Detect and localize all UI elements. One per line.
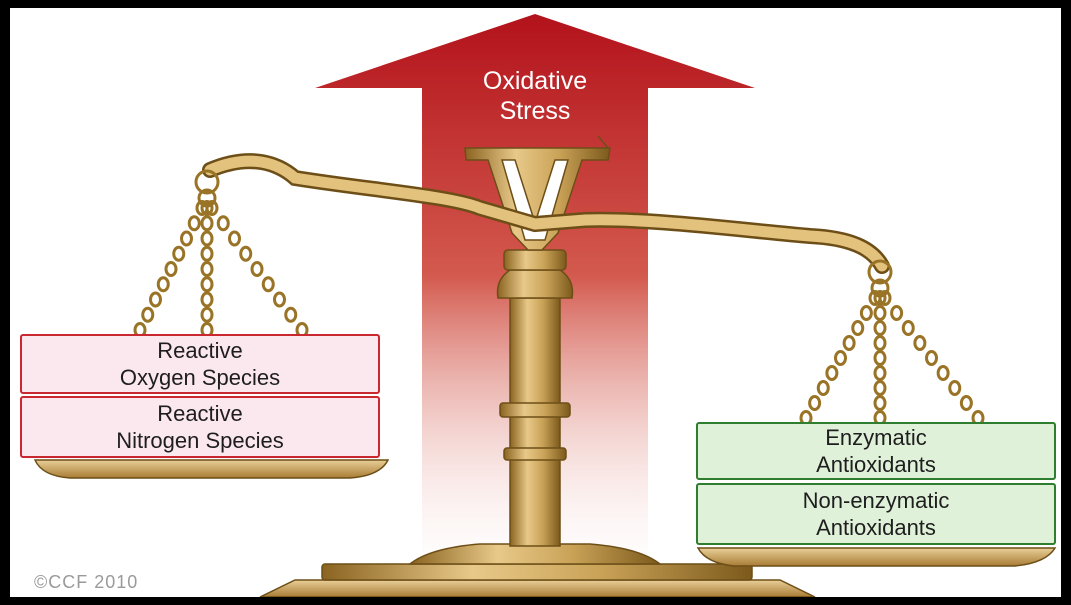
chain-link [143,308,153,321]
box-label-line2: Antioxidants [816,514,936,541]
chain-link [202,232,212,245]
arrow-label-line1: Oxidative [425,66,645,96]
figure-frame: Oxidative Stress Reactive Oxygen Species… [10,8,1061,597]
chain-link [810,397,820,410]
chain-link [174,247,184,260]
chain-link [875,307,885,320]
chain-link [263,278,273,291]
chain-link [202,263,212,276]
chain-link [915,337,925,350]
chain-link [853,322,863,335]
chain-link [151,293,161,306]
chain-link [844,337,854,350]
chain-link [892,307,902,320]
chain-link [875,322,885,335]
chain-link [903,322,913,335]
reactive-oxygen-species-box: Reactive Oxygen Species [20,334,380,394]
box-label-line2: Oxygen Species [120,364,280,391]
chain-link [202,293,212,306]
left-pan [35,460,388,478]
chain-link [158,278,168,291]
chain-link [875,352,885,365]
chain-link [202,308,212,321]
chain-link [827,367,837,380]
box-label-line1: Non-enzymatic [803,487,950,514]
chain-link [818,382,828,395]
enzymatic-antioxidants-box: Enzymatic Antioxidants [696,422,1056,480]
box-label-line1: Reactive [157,337,243,364]
chain-link [836,352,846,365]
box-label-line1: Enzymatic [825,424,926,451]
chain-link [286,308,296,321]
chain-link [166,263,176,276]
right-chains [801,261,983,425]
chain-link [875,397,885,410]
chain-link [275,293,285,306]
chain-link [202,278,212,291]
chain-link [938,367,948,380]
arrow-label-line2: Stress [425,96,645,126]
chain-link [875,367,885,380]
chain-link [252,263,262,276]
chain-link [861,307,871,320]
chain-link [875,337,885,350]
chain-link [241,247,251,260]
chain-link [230,232,240,245]
non-enzymatic-antioxidants-box: Non-enzymatic Antioxidants [696,483,1056,545]
right-pan [698,548,1055,566]
chain-link [927,352,937,365]
chain-link [950,382,960,395]
chain-link [202,217,212,230]
box-label-line1: Reactive [157,400,243,427]
reactive-nitrogen-species-box: Reactive Nitrogen Species [20,396,380,458]
box-label-line2: Antioxidants [816,451,936,478]
left-chains [135,171,307,337]
chain-link [961,397,971,410]
copyright-notice: ©CCF 2010 [34,572,138,593]
chain-link [875,382,885,395]
box-label-line2: Nitrogen Species [116,427,284,454]
chain-link [182,232,192,245]
chain-link [218,217,228,230]
chain-link [202,247,212,260]
chain-link [189,217,199,230]
